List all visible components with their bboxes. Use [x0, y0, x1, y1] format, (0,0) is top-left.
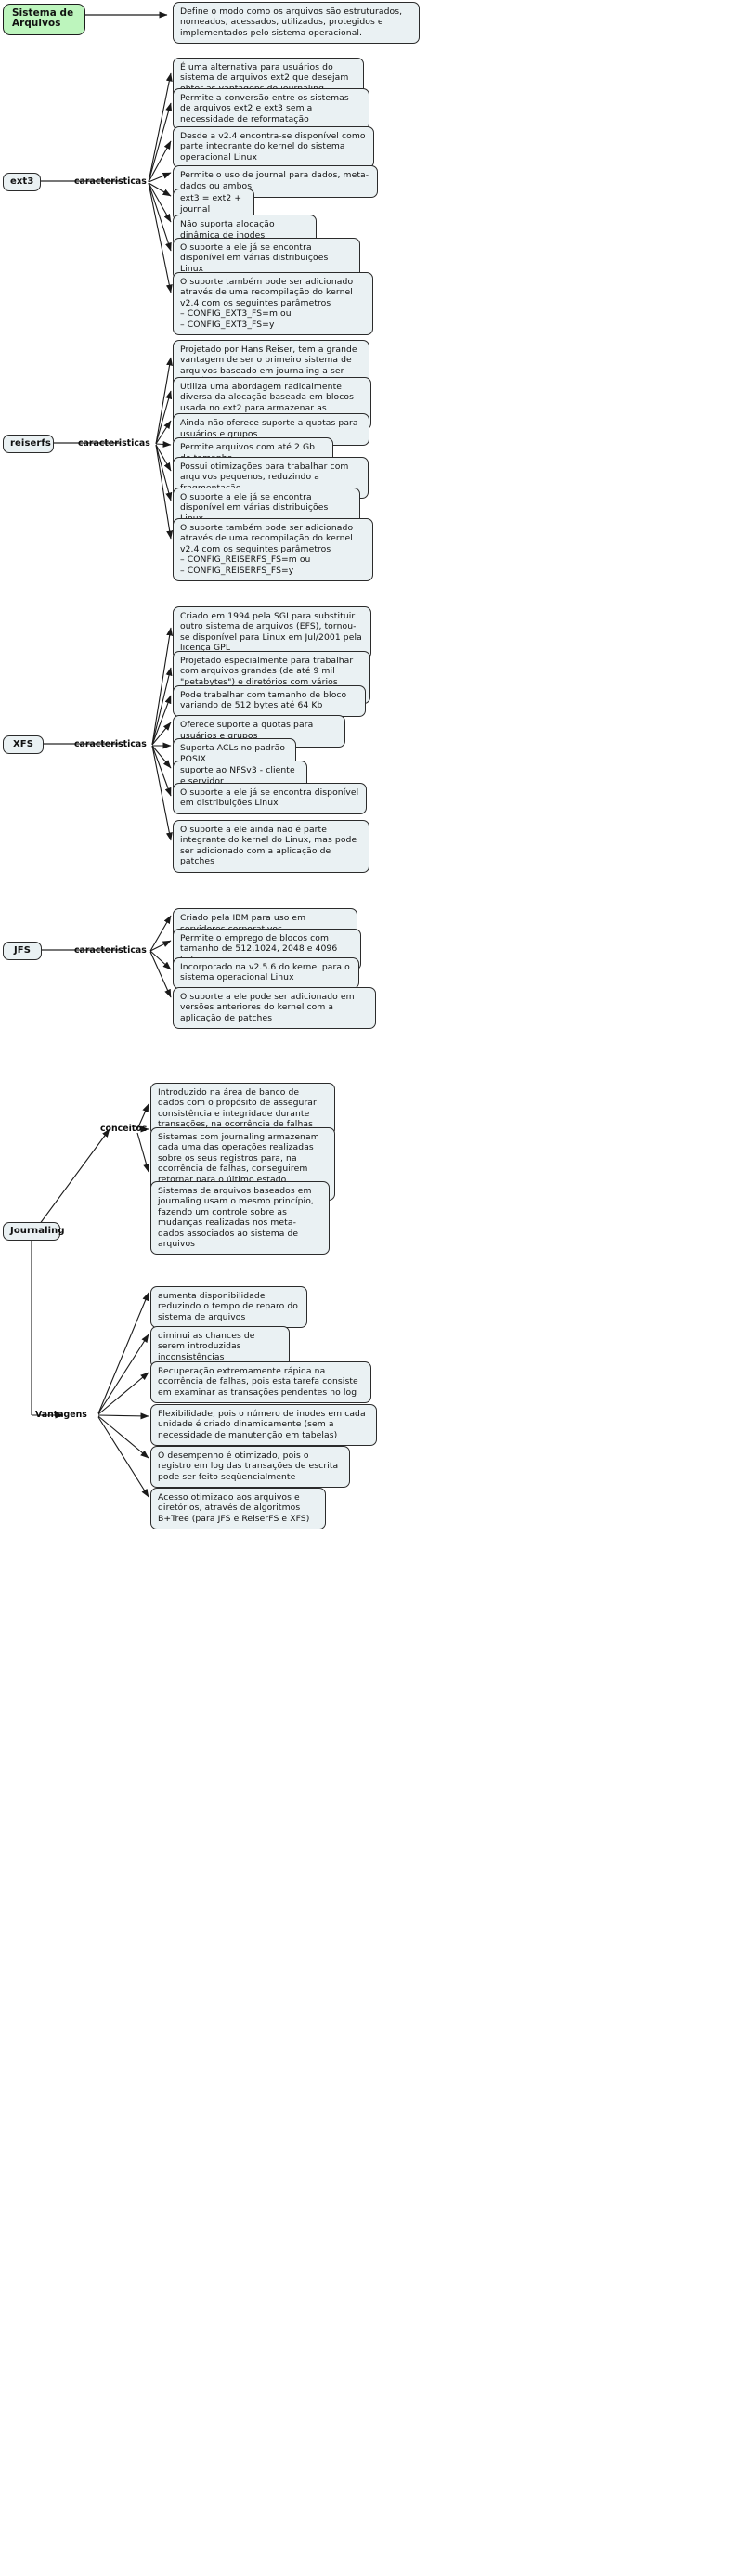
- root-node-sistema-de-arquivos[interactable]: Sistema de Arquivos: [3, 4, 85, 35]
- node-reiserfs[interactable]: reiserfs: [3, 435, 54, 454]
- journaling-conceito-3: Sistemas de arquivos baseados em journal…: [150, 1181, 330, 1255]
- xfs-item-8: O suporte a ele ainda não é parte integr…: [173, 820, 370, 873]
- node-jfs[interactable]: JFS: [3, 942, 42, 961]
- branch-label-reiserfs-caracteristicas: caracteristicas: [78, 438, 150, 449]
- journaling-vantagem-5: O desempenho é otimizado, pois o registr…: [150, 1446, 350, 1489]
- xfs-item-3: Pode trabalhar com tamanho de bloco vari…: [173, 685, 366, 717]
- branch-label-conceitos: conceitos: [100, 1124, 148, 1134]
- journaling-vantagem-6: Acesso otimizado aos arquivos e diretóri…: [150, 1488, 326, 1530]
- ext3-item-2: Permite a conversão entre os sistemas de…: [173, 88, 370, 131]
- reiserfs-item-7: O suporte também pode ser adicionado atr…: [173, 518, 373, 582]
- branch-label-vantagens: Vantagens: [35, 1410, 87, 1420]
- journaling-vantagem-1: aumenta disponibilidade reduzindo o temp…: [150, 1286, 307, 1329]
- ext3-item-3: Desde a v2.4 encontra-se disponível como…: [173, 126, 374, 169]
- branch-label-xfs-caracteristicas: caracteristicas: [74, 739, 147, 749]
- jfs-item-4: O suporte a ele pode ser adicionado em v…: [173, 987, 376, 1030]
- jfs-item-3: Incorporado na v2.5.6 do kernel para o s…: [173, 957, 359, 989]
- root-definition-box: Define o modo como os arquivos são estru…: [173, 2, 420, 45]
- ext3-item-8: O suporte também pode ser adicionado atr…: [173, 272, 373, 336]
- journaling-conceito-1: Introduzido na área de banco de dados co…: [150, 1083, 335, 1136]
- xfs-item-7: O suporte a ele já se encontra disponíve…: [173, 783, 367, 814]
- node-xfs[interactable]: XFS: [3, 735, 44, 755]
- journaling-vantagem-4: Flexibilidade, pois o número de inodes e…: [150, 1404, 377, 1447]
- node-ext3[interactable]: ext3: [3, 173, 41, 192]
- node-journaling[interactable]: Journaling: [3, 1222, 65, 1242]
- xfs-item-1: Criado em 1994 pela SGI para substituir …: [173, 606, 371, 659]
- branch-label-jfs-caracteristicas: caracteristicas: [74, 945, 147, 956]
- branch-label-ext3-caracteristicas: caracteristicas: [74, 176, 147, 187]
- journaling-vantagem-3: Recuperação extremamente rápida na ocorr…: [150, 1361, 371, 1404]
- ext3-item-4: Permite o uso de journal para dados, met…: [173, 165, 378, 198]
